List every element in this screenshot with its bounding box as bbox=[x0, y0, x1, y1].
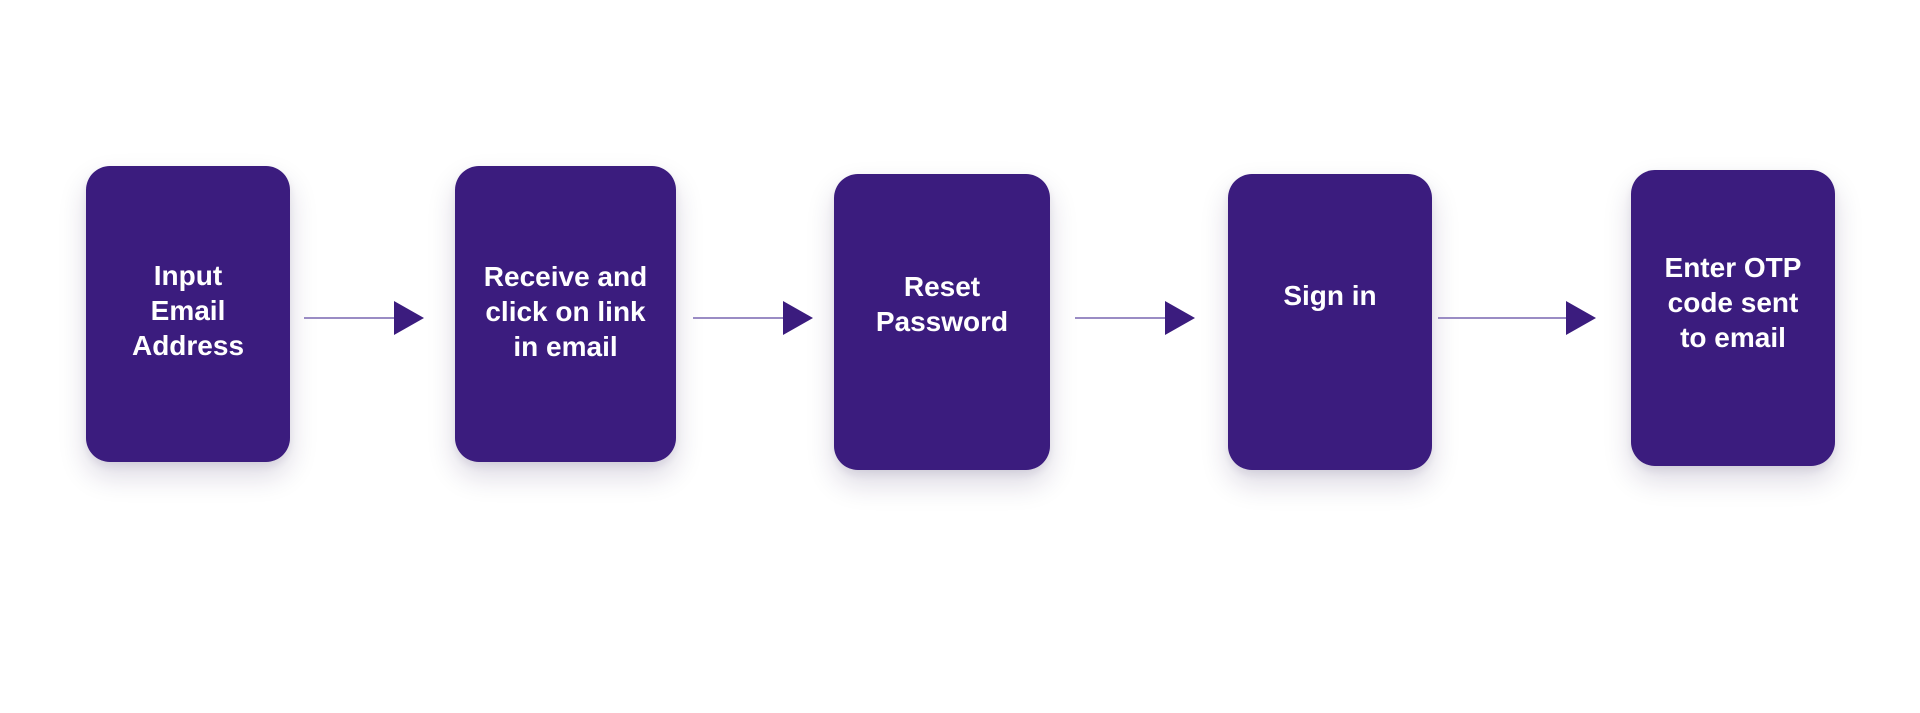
step-card-enter-otp: Enter OTP code sent to email bbox=[1631, 170, 1835, 466]
arrow-connector bbox=[1438, 301, 1596, 335]
arrow-connector bbox=[693, 301, 813, 335]
step-label: Enter OTP code sent to email bbox=[1664, 251, 1802, 353]
step-label: Receive and click on link in email bbox=[483, 260, 648, 362]
arrow-head-icon bbox=[394, 301, 424, 335]
arrow-head-icon bbox=[1165, 301, 1195, 335]
step-card-sign-in: Sign in bbox=[1228, 174, 1432, 470]
step-card-input-email: Input Email Address bbox=[86, 166, 290, 462]
arrow-connector bbox=[1075, 301, 1195, 335]
arrow-connector bbox=[304, 301, 424, 335]
step-label: Reset Password bbox=[875, 271, 1009, 337]
arrow-head-icon bbox=[1566, 301, 1596, 335]
step-card-reset-password: Reset Password bbox=[834, 174, 1050, 470]
step-card-receive-link: Receive and click on link in email bbox=[455, 166, 676, 462]
step-label: Sign in bbox=[1283, 279, 1377, 311]
arrow-head-icon bbox=[783, 301, 813, 335]
step-label: Input Email Address bbox=[131, 259, 245, 361]
